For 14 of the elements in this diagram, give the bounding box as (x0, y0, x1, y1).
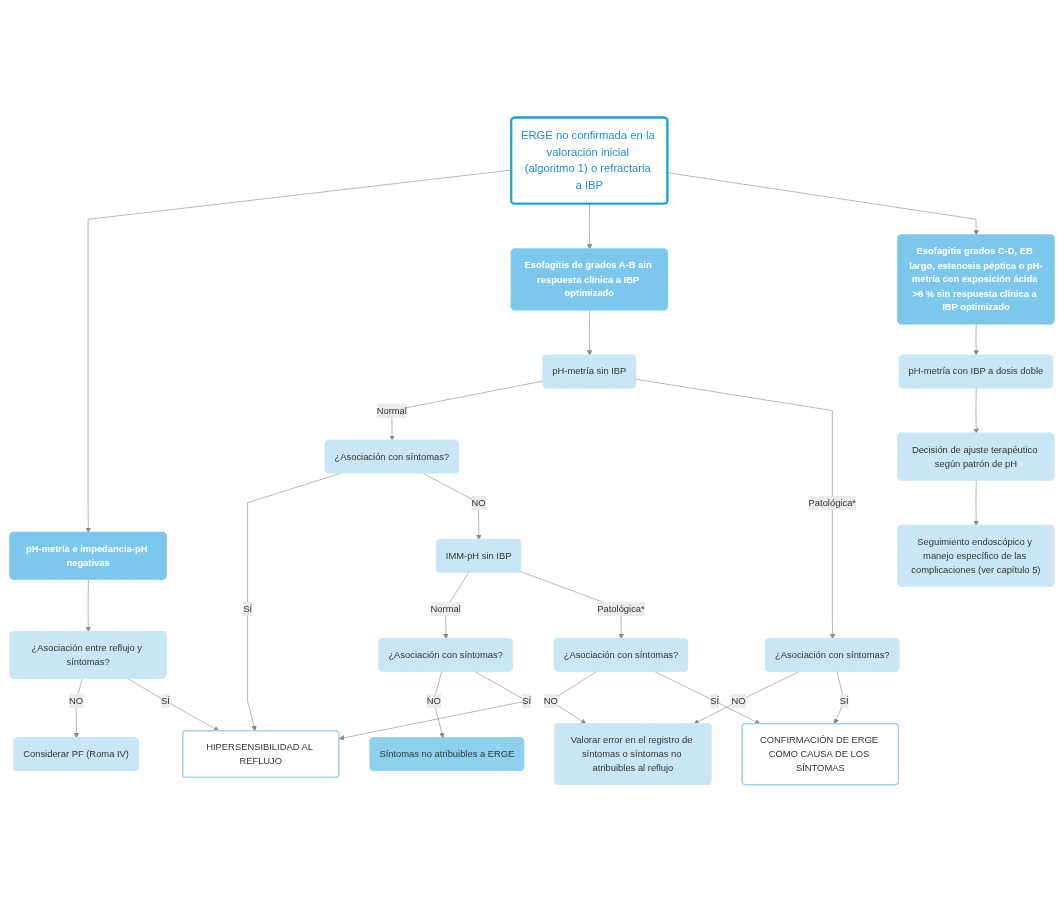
edge-label: Normal (376, 404, 407, 416)
edge-label: SÍ (710, 695, 720, 706)
edge-label: Patológica* (808, 496, 856, 508)
edge-label: NO (731, 695, 746, 706)
edge-label: SÍ (522, 695, 532, 706)
edge-label: SÍ (160, 695, 170, 706)
edge-label: SÍ (243, 603, 253, 614)
edge-label: NO (471, 496, 486, 508)
edge-label: NO (69, 695, 84, 706)
edge-label: Normal (430, 603, 461, 614)
edge-label: Patológica* (597, 603, 645, 614)
edge-label: SÍ (839, 695, 849, 706)
edge-label: NO (543, 695, 558, 706)
edge-label: NO (426, 695, 441, 706)
